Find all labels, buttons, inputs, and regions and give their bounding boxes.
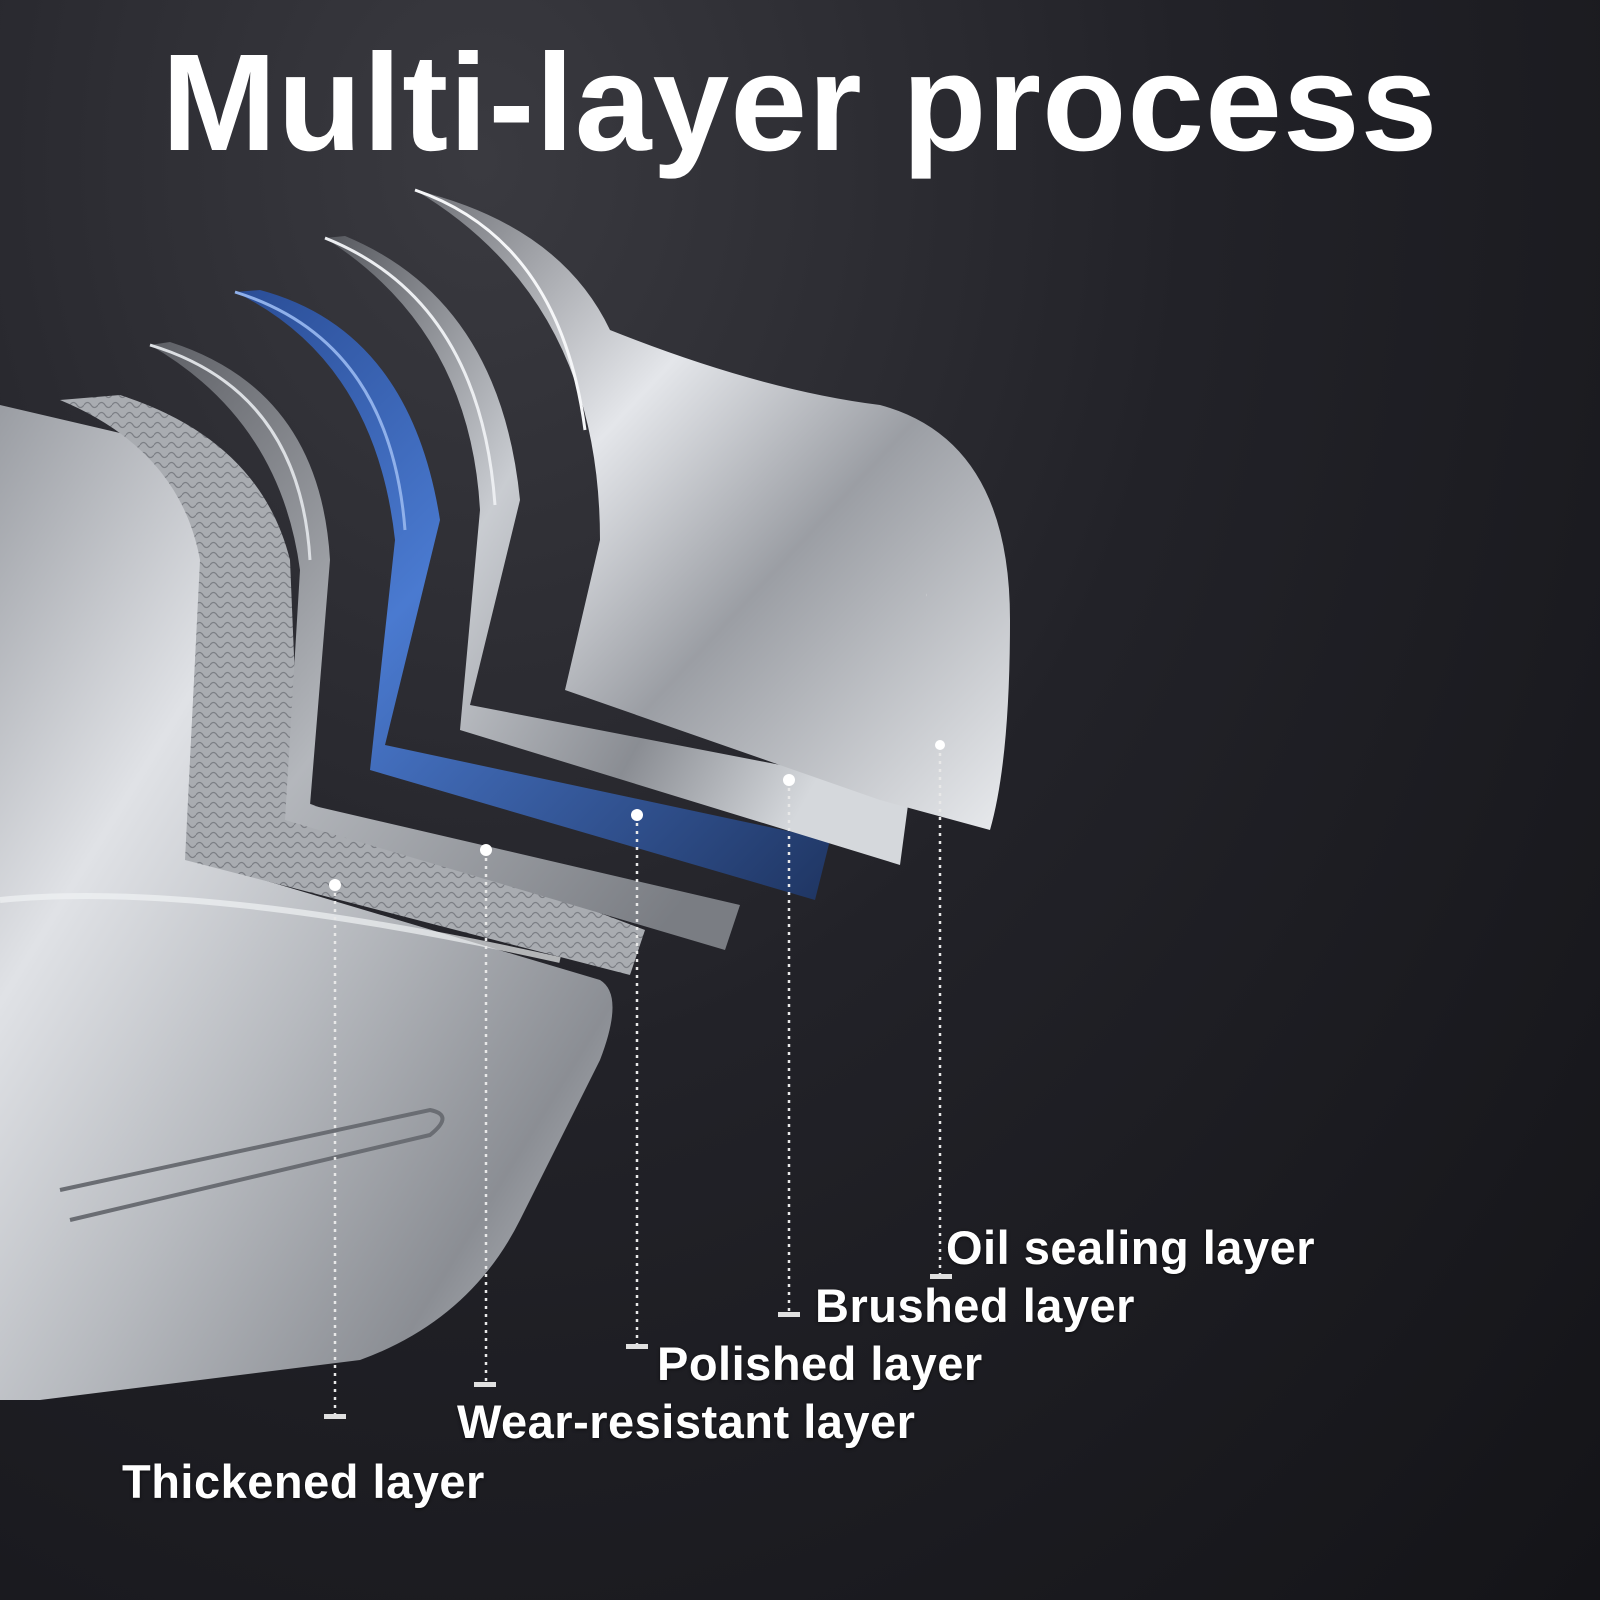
mesh-sheet-shape xyxy=(60,395,645,975)
leader-oil-sealing xyxy=(938,745,942,1275)
base-tray-groove xyxy=(59,1107,445,1222)
wear-resistant-sheet-shape xyxy=(150,342,740,950)
base-tray-shape xyxy=(0,405,613,1400)
label-thickened-layer: Thickened layer xyxy=(122,1455,485,1508)
tick-wear-resistant xyxy=(474,1382,496,1387)
dot-wear-resistant xyxy=(480,844,492,856)
tick-oil-sealing xyxy=(930,1274,952,1279)
polished-sheet-shape xyxy=(235,290,830,900)
tick-thickened xyxy=(324,1414,346,1419)
dot-polished xyxy=(631,809,643,821)
label-polished-layer: Polished layer xyxy=(657,1337,983,1390)
label-wear-resistant-layer: Wear-resistant layer xyxy=(457,1395,916,1448)
dot-thickened xyxy=(329,879,341,891)
label-oil-sealing-layer: Oil sealing layer xyxy=(946,1221,1316,1274)
label-brushed-layer: Brushed layer xyxy=(815,1279,1135,1332)
dot-brushed xyxy=(783,774,795,786)
tick-polished xyxy=(626,1344,648,1349)
oil-sealing-sheet-shape xyxy=(415,190,1010,830)
dot-oil-sealing xyxy=(935,740,945,750)
base-tray-edge xyxy=(0,893,561,963)
tick-brushed xyxy=(778,1312,800,1317)
page-title: Multi-layer process xyxy=(161,26,1439,180)
